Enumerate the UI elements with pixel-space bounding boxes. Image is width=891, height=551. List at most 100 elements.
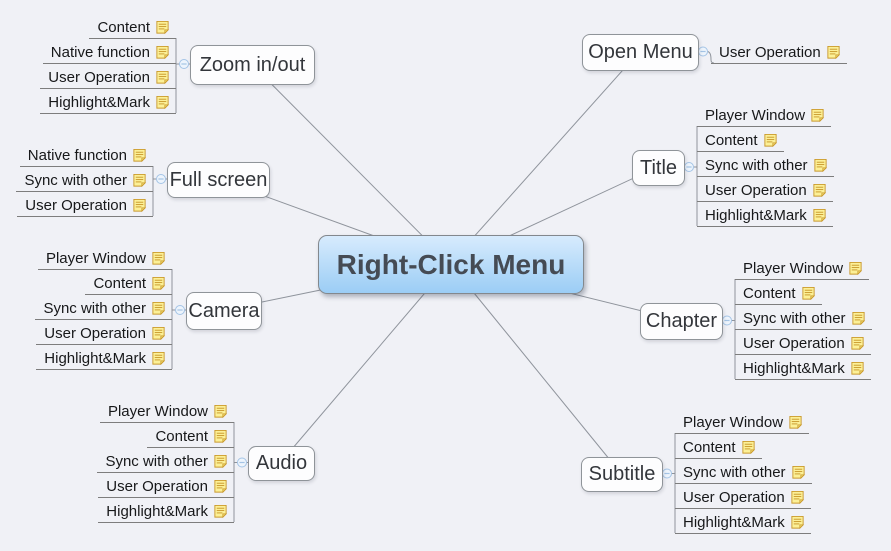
wire-central-audio: [280, 263, 451, 463]
topic-camera[interactable]: Camera: [186, 292, 262, 330]
note-icon[interactable]: [151, 301, 166, 316]
subtopic-camera-content[interactable]: Content: [85, 272, 172, 295]
subtopic-label: User Operation: [44, 324, 146, 342]
note-icon[interactable]: [810, 108, 825, 123]
subtopic-full-screen-sync-with-other[interactable]: Sync with other: [16, 169, 153, 192]
note-icon[interactable]: [850, 336, 865, 351]
subtopic-title-sync-with-other[interactable]: Sync with other: [697, 154, 834, 177]
topic-chapter[interactable]: Chapter: [640, 303, 723, 340]
subtopic-subtitle-content[interactable]: Content: [675, 436, 762, 459]
note-icon[interactable]: [788, 415, 803, 430]
subtopic-label: User Operation: [48, 68, 150, 86]
subtopic-label: User Operation: [743, 334, 845, 352]
subtopic-zoom-in-out-content[interactable]: Content: [89, 16, 176, 39]
note-icon[interactable]: [741, 440, 756, 455]
subtopic-chapter-highlight-mark[interactable]: Highlight&Mark: [735, 357, 871, 380]
subtopic-camera-highlight-mark[interactable]: Highlight&Mark: [36, 347, 172, 370]
topic-title[interactable]: Title: [632, 150, 685, 186]
note-icon[interactable]: [813, 158, 828, 173]
subtopic-title-player-window[interactable]: Player Window: [697, 104, 832, 127]
note-icon[interactable]: [848, 261, 863, 276]
note-icon[interactable]: [155, 95, 170, 110]
subtopic-label: Sync with other: [43, 299, 146, 317]
topic-subtitle[interactable]: Subtitle: [581, 457, 663, 492]
subtopic-label: Native function: [27, 146, 127, 164]
subtopic-camera-user-operation[interactable]: User Operation: [36, 322, 172, 345]
subtopic-label: Player Window: [45, 249, 146, 267]
topic-full-screen[interactable]: Full screen: [167, 162, 270, 198]
note-icon[interactable]: [851, 311, 866, 326]
subtopic-zoom-in-out-user-operation[interactable]: User Operation: [40, 66, 176, 89]
topic-label: Subtitle: [588, 463, 656, 485]
subtopic-label: Sync with other: [24, 171, 127, 189]
subtopic-subtitle-highlight-mark[interactable]: Highlight&Mark: [675, 511, 811, 534]
note-icon[interactable]: [155, 20, 170, 35]
subtopic-audio-highlight-mark[interactable]: Highlight&Mark: [98, 500, 234, 523]
topic-label: Open Menu: [588, 41, 693, 63]
note-icon[interactable]: [151, 326, 166, 341]
subtopic-label: Highlight&Mark: [705, 206, 807, 224]
note-icon[interactable]: [155, 70, 170, 85]
subtopic-chapter-sync-with-other[interactable]: Sync with other: [735, 307, 872, 330]
subtopic-label: Player Window: [107, 402, 208, 420]
subtopic-full-screen-user-operation[interactable]: User Operation: [17, 194, 153, 217]
subtopic-label: Content: [743, 284, 796, 302]
subtopic-label: Native function: [50, 43, 150, 61]
subtopic-title-content[interactable]: Content: [697, 129, 784, 152]
subtopic-subtitle-user-operation[interactable]: User Operation: [675, 486, 811, 509]
wire-central-subtitle: [449, 263, 622, 474]
subtopic-camera-player-window[interactable]: Player Window: [37, 247, 172, 270]
subtopic-label: Content: [93, 274, 146, 292]
note-icon[interactable]: [132, 198, 147, 213]
subtopic-zoom-in-out-native-function[interactable]: Native function: [42, 41, 176, 64]
note-icon[interactable]: [790, 515, 805, 530]
subtopic-chapter-user-operation[interactable]: User Operation: [735, 332, 871, 355]
topic-audio[interactable]: Audio: [248, 446, 315, 481]
subtopic-title-highlight-mark[interactable]: Highlight&Mark: [697, 204, 833, 227]
subtopic-label: Content: [97, 18, 150, 36]
subtopic-audio-content[interactable]: Content: [147, 425, 234, 448]
subtopic-title-user-operation[interactable]: User Operation: [697, 179, 833, 202]
subtopic-chapter-player-window[interactable]: Player Window: [735, 257, 870, 280]
subtopic-camera-sync-with-other[interactable]: Sync with other: [35, 297, 172, 320]
note-icon[interactable]: [826, 45, 841, 60]
note-icon[interactable]: [151, 251, 166, 266]
note-icon[interactable]: [850, 361, 865, 376]
note-icon[interactable]: [791, 465, 806, 480]
central-topic[interactable]: Right-Click Menu: [318, 235, 584, 294]
subtopic-zoom-in-out-highlight-mark[interactable]: Highlight&Mark: [40, 91, 176, 114]
topic-zoom-in-out[interactable]: Zoom in/out: [190, 45, 315, 85]
note-icon[interactable]: [213, 504, 228, 519]
note-icon[interactable]: [790, 490, 805, 505]
note-icon[interactable]: [213, 454, 228, 469]
topic-open-menu[interactable]: Open Menu: [582, 34, 699, 71]
subtopic-audio-sync-with-other[interactable]: Sync with other: [97, 450, 234, 473]
subtopic-label: Highlight&Mark: [48, 93, 150, 111]
note-icon[interactable]: [213, 404, 228, 419]
topic-label: Title: [639, 156, 678, 179]
subtopic-audio-user-operation[interactable]: User Operation: [98, 475, 234, 498]
subtopic-audio-player-window[interactable]: Player Window: [99, 400, 234, 423]
subtopic-label: Sync with other: [105, 452, 208, 470]
note-icon[interactable]: [213, 479, 228, 494]
note-icon[interactable]: [132, 148, 147, 163]
subtopic-subtitle-player-window[interactable]: Player Window: [675, 411, 810, 434]
subtopic-chapter-content[interactable]: Content: [735, 282, 822, 305]
wire-central-zoom-in-out: [251, 63, 451, 264]
subtopic-subtitle-sync-with-other[interactable]: Sync with other: [675, 461, 812, 484]
subtopic-open-menu-user-operation[interactable]: User Operation: [711, 41, 847, 64]
note-icon[interactable]: [151, 351, 166, 366]
note-icon[interactable]: [801, 286, 816, 301]
note-icon[interactable]: [213, 429, 228, 444]
subtopic-label: Sync with other: [705, 156, 808, 174]
note-icon[interactable]: [132, 173, 147, 188]
note-icon[interactable]: [151, 276, 166, 291]
note-icon[interactable]: [155, 45, 170, 60]
wire-trunk-open-menu: [706, 51, 715, 64]
note-icon[interactable]: [812, 208, 827, 223]
note-icon[interactable]: [763, 133, 778, 148]
note-icon[interactable]: [812, 183, 827, 198]
subtopic-full-screen-native-function[interactable]: Native function: [19, 144, 153, 167]
topic-label: Zoom in/out: [199, 53, 306, 76]
